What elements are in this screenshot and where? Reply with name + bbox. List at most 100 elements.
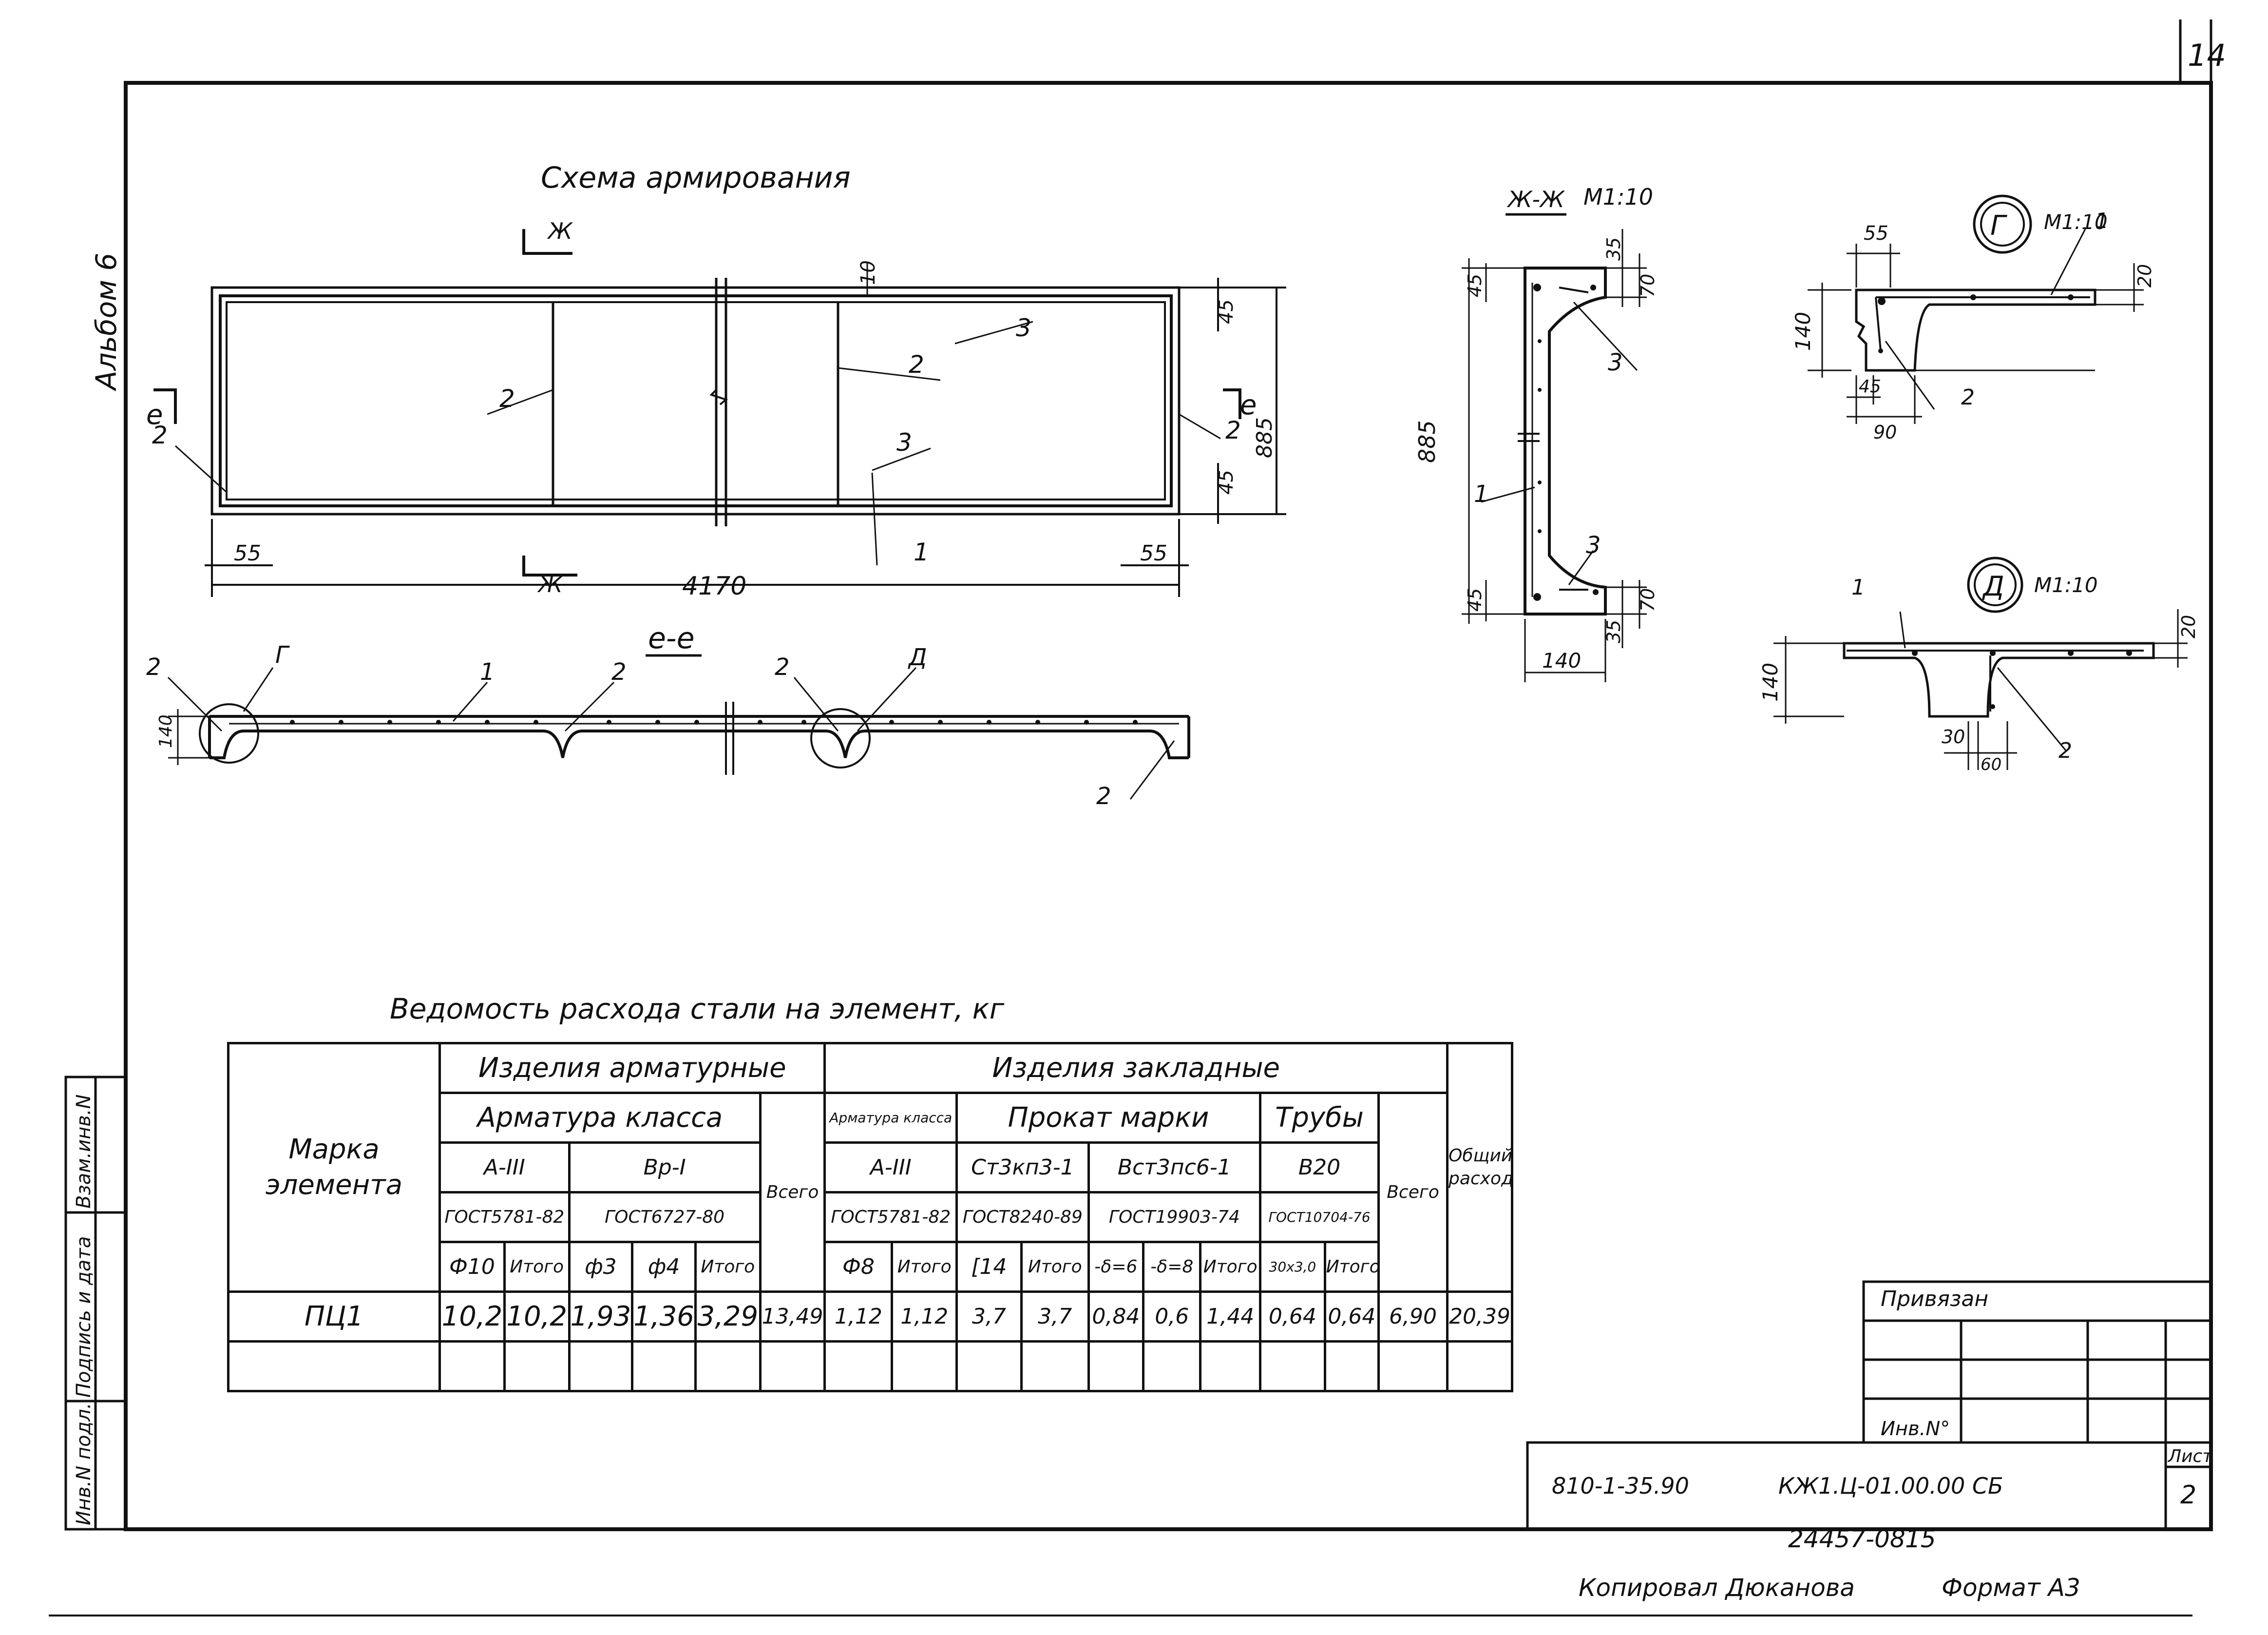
steel-table-std-6727: ГОСТ6727-80 (568, 1191, 762, 1243)
plan-label-3b: 3 (896, 428, 912, 457)
album-label: Альбом 6 (90, 253, 123, 392)
section-zh-drawing (1462, 229, 1647, 682)
steel-table-col-total-c: Итого (891, 1241, 958, 1293)
plan-mark-zh-top: Ж (547, 218, 573, 244)
plan-dim-45-bottom: 45 (1215, 470, 1238, 495)
section-ee-label-1: 1 (480, 658, 495, 686)
detail-d-dim-60: 60 (1981, 755, 2001, 774)
detail-d-label-2: 2 (2058, 738, 2072, 763)
detail-d-bars (1912, 650, 2132, 709)
steel-table-col-total-a: Итого (503, 1241, 571, 1293)
steel-table-cell: 1,12 (891, 1290, 958, 1343)
steel-table-std-5781: ГОСТ5781-82 (438, 1191, 571, 1243)
detail-g-dim-55: 55 (1864, 222, 1888, 245)
steel-table-col-f10: Ф10 (438, 1241, 506, 1293)
steel-table-cell: 10,2 (503, 1290, 571, 1343)
steel-table-col-f8: Ф8 (823, 1241, 894, 1293)
steel-table-col-total-d: Итого (1020, 1241, 1090, 1293)
archive-sheet: 15 (1905, 1525, 1936, 1553)
plan-mark-zh-bottom: Ж (537, 571, 564, 597)
plan-label-2d: 2 (1225, 416, 1241, 444)
detail-d-mark: Д (1982, 571, 2004, 602)
detail-d-dim-140: 140 (1758, 663, 1782, 702)
steel-table-cell: 6,90 (1377, 1290, 1449, 1343)
stamp-sign-label: Подпись и дата (73, 1236, 95, 1398)
section-ee-label-2d: 2 (1096, 783, 1111, 810)
title-attached: Привязан (1881, 1287, 1988, 1311)
detail-g-dim-140: 140 (1791, 312, 1815, 351)
steel-table-title: Ведомость расхода стали на элемент, кг (390, 992, 1005, 1025)
plan-dim-10: 10 (857, 260, 879, 285)
steel-table-header-mark: Марка элемента (227, 1042, 441, 1293)
steel-table-header-reinf-items: Изделия арматурные (438, 1042, 826, 1094)
plan-dim-55-left: 55 (234, 541, 261, 566)
steel-table-col-d8: -δ=8 (1142, 1241, 1202, 1293)
section-ee-label-2a: 2 (146, 654, 161, 681)
steel-table-cell: 1,44 (1199, 1290, 1261, 1343)
steel-table-header-pipes: Трубы (1258, 1092, 1380, 1144)
steel-table-header-reinf-class: Арматура класса (438, 1092, 762, 1144)
detail-g-dim-90: 90 (1873, 422, 1897, 443)
plan-dim-885: 885 (1252, 417, 1277, 458)
title-block (1526, 1280, 2212, 1531)
section-zh-label-3b: 3 (1586, 532, 1601, 559)
steel-table-cell: 3,7 (955, 1290, 1023, 1343)
section-zh-title: Ж-Ж (1506, 186, 1565, 212)
side-stamp (64, 1076, 127, 1531)
section-ee-label-2c: 2 (775, 654, 790, 681)
steel-table-header-rolled: Прокат марки (955, 1092, 1261, 1144)
steel-table-std-5781b: ГОСТ5781-82 (823, 1191, 958, 1243)
section-zh-bars (1533, 284, 1599, 601)
steel-table-col-f3: ф3 (568, 1241, 634, 1293)
plan-title: Схема армирования (541, 161, 851, 195)
steel-table: Марка элемента Изделия арматурные Издели… (227, 1042, 1513, 1392)
steel-table-col-ch14: [14 (955, 1241, 1023, 1293)
steel-table-std-10704: ГОСТ10704-76 (1258, 1191, 1380, 1243)
section-ee-label-d: Д (908, 644, 927, 671)
steel-table-cell: 1,12 (823, 1290, 894, 1343)
sheet-frame (49, 19, 2213, 1616)
steel-table-std-19903: ГОСТ19903-74 (1087, 1191, 1262, 1243)
plan-label-3a: 3 (1016, 314, 1031, 342)
section-zh-scale: М1:10 (1583, 184, 1653, 210)
plan-dim-55-right: 55 (1140, 541, 1167, 566)
steel-table-header-embed-items: Изделия закладные (823, 1042, 1449, 1094)
page-number: 14 (2188, 38, 2226, 73)
steel-table-cell: ПЦ1 (227, 1290, 441, 1343)
title-sheet-no: 2 (2180, 1481, 2196, 1510)
detail-d-dim-20: 20 (2178, 615, 2199, 638)
detail-g-dim-20: 20 (2134, 264, 2155, 288)
steel-table-cell: 3,7 (1020, 1290, 1090, 1343)
section-zh-label-3a: 3 (1608, 349, 1623, 376)
section-zh-dim-70-top: 70 (1637, 274, 1658, 297)
steel-table-cell: 0,6 (1142, 1290, 1202, 1343)
stamp-inv-label: Инв.N подл. (73, 1403, 95, 1525)
section-ee-label-g: Г (275, 641, 290, 669)
plan-drawing (153, 229, 1286, 597)
steel-table-col-total-e: Итого (1199, 1241, 1261, 1293)
sheet-format: Формат А3 (1942, 1574, 2080, 1602)
title-inv-no: Инв.N° (1881, 1418, 1950, 1440)
steel-table-header-all-embed: Всего (1377, 1092, 1449, 1293)
title-sheet-label: Лист (2167, 1446, 2213, 1466)
plan-label-2b: 2 (909, 350, 924, 379)
detail-g-label-2: 2 (1961, 385, 1975, 410)
steel-table-col-f4: ф4 (631, 1241, 697, 1293)
section-zh-dim-45-top: 45 (1464, 274, 1486, 297)
plan-dim-45-top: 45 (1215, 299, 1238, 324)
plan-label-2a: 2 (499, 385, 515, 413)
steel-table-cell: 3,29 (694, 1290, 762, 1343)
section-zh-dim-70-bottom: 70 (1637, 588, 1658, 612)
archive-no: 24457-08 (1788, 1525, 1906, 1553)
steel-table-grade-v20: В20 (1258, 1141, 1380, 1193)
table-row: ПЦ1 10,2 10,2 1,93 1,36 3,29 13,49 1,12 … (227, 1290, 1513, 1343)
steel-table-cell: 13,49 (759, 1290, 826, 1343)
detail-d-label-1: 1 (1851, 575, 1865, 600)
steel-table-grade-vst3: Вст3пс6-1 (1087, 1141, 1262, 1193)
section-ee-bars (290, 720, 1138, 725)
section-zh-dim-35-bottom: 35 (1603, 620, 1624, 643)
detail-g-scale: М1:10 (2044, 210, 2108, 234)
steel-table-cell: 0,84 (1087, 1290, 1145, 1343)
steel-table-cell: 0,64 (1323, 1290, 1380, 1343)
stamp-replace-label: Взам.инв.N (73, 1095, 95, 1209)
